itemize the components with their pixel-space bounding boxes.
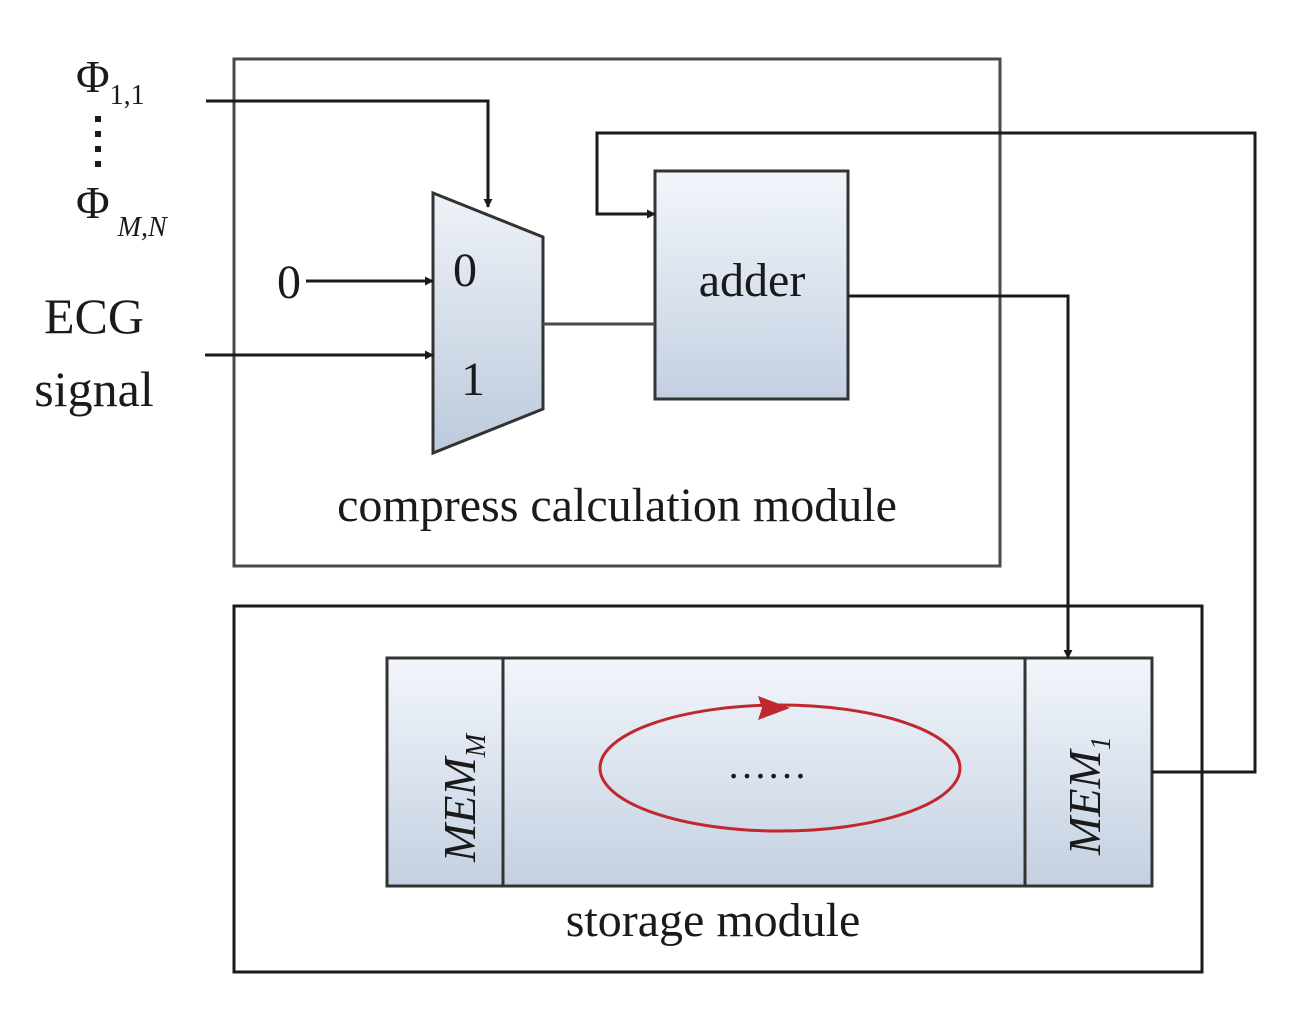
loop-direction-arrow-icon [758, 696, 790, 720]
phi-first-label: Φ1,1 [76, 51, 145, 111]
storage-module-label: storage module [566, 894, 861, 947]
mux-port0-label: 0 [453, 244, 477, 297]
compress-module-label: compress calculation module [337, 479, 897, 532]
mem-middle-dots: …… [727, 742, 807, 787]
zero-input-label: 0 [277, 256, 301, 309]
mem1-feedback-to-adder-wire [595, 131, 1257, 774]
adder-to-mem1-wire [848, 294, 1073, 659]
phi-to-mux-select-wire [206, 99, 493, 208]
adder-label: adder [699, 254, 806, 307]
multiplexer [431, 190, 545, 456]
mem-m-label: MEMM [434, 732, 492, 863]
compress-calculation-module-frame [232, 57, 1002, 568]
mux-port1-label: 1 [461, 353, 485, 406]
mem-1-label: MEM1 [1059, 736, 1117, 856]
ecg-label-line1: ECG [44, 288, 144, 344]
storage-module-frame [232, 604, 1204, 974]
adder-block [653, 169, 850, 401]
ecg-label-line2: signal [34, 361, 153, 417]
